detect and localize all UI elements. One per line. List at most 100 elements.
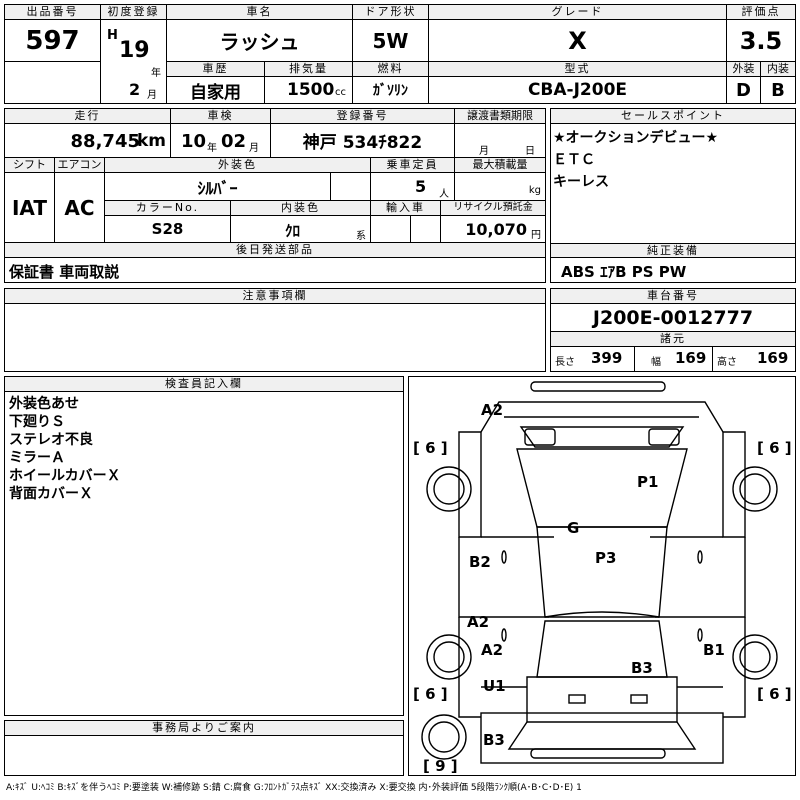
fuel-label: 燃料: [353, 62, 429, 77]
colorno-label: カラーNo.: [105, 201, 231, 216]
tire-front-right: [ 6 ]: [757, 439, 792, 457]
plate-value: 神戸 534ﾁ822: [271, 124, 455, 158]
car-diagram-box: [ 6 ] [ 6 ] [ 6 ] [ 6 ] [ 9 ] A2 P1 G B2…: [408, 376, 796, 776]
ac-value: AC: [55, 173, 105, 243]
int-label: 内装: [761, 62, 795, 77]
mark-p1: P1: [637, 473, 658, 491]
interior-cell: ｸﾛ 系: [231, 216, 371, 243]
height-label: 高さ: [717, 357, 737, 368]
capacity-value: 5: [415, 177, 427, 196]
color-label: 外装色: [105, 158, 371, 173]
car-name: ラッシュ: [167, 20, 353, 62]
recycle-unit: 円: [531, 230, 541, 241]
mark-b2: B2: [469, 553, 491, 571]
model-value: CBA-J200E: [429, 77, 727, 103]
disp-unit: cc: [335, 87, 346, 98]
recycle-label: リサイクル預託金: [441, 201, 545, 216]
inspector-label: 検査員記入欄: [5, 377, 403, 392]
reg-year-unit: 年: [151, 68, 161, 79]
length-value: 399: [591, 349, 623, 367]
inspection-cell: 10 年 02 月: [171, 124, 271, 158]
inspector-note-1: 外装色あせ: [9, 396, 79, 412]
lot-number: 597: [5, 20, 101, 62]
door-label: ドア形状: [353, 5, 429, 20]
mileage-cell: 88,745 km: [5, 124, 171, 158]
inspector-box: 検査員記入欄 外装色あせ 下廻りＳ ステレオ不良 ミラーＡ ホイールカバーＸ 背…: [4, 376, 404, 716]
transfer-month-unit: 月: [479, 146, 489, 157]
mileage-label: 走行: [5, 109, 171, 124]
load-cell: kg: [455, 173, 545, 201]
interior-label: 内装色: [231, 201, 371, 216]
mileage-value: 88,745: [70, 131, 140, 152]
later-label: 後日発送部品: [5, 243, 545, 258]
load-label: 最大積載量: [455, 158, 545, 173]
reg-label: 初度登録: [101, 5, 167, 20]
chassis-value: J200E-0012777: [551, 304, 795, 332]
interior-value: ｸﾛ: [285, 222, 301, 240]
rear-left-wheel: [426, 634, 472, 680]
width-value: 169: [675, 349, 707, 367]
later-value: 保証書 車両取説: [9, 263, 120, 281]
door-type: 5W: [353, 20, 429, 62]
colorno-value: S28: [105, 216, 231, 243]
load-unit: kg: [528, 185, 541, 196]
mark-u1: U1: [483, 677, 506, 695]
front-left-wheel: [426, 466, 472, 512]
header-box: 出品番号 597 初度登録 H 19 年 2 月 車名 ラッシュ ドア形状 5W…: [4, 4, 796, 104]
reg-month: 2: [129, 80, 141, 99]
insp-year: 10: [181, 131, 207, 152]
mark-p3: P3: [595, 549, 616, 567]
color-value: ｼﾙﾊﾞｰ: [105, 173, 331, 201]
import-a: [371, 216, 411, 243]
mark-g: G: [567, 519, 579, 537]
rear-right-wheel: [732, 634, 778, 680]
mark-b3-bottom: B3: [483, 731, 505, 749]
sales-box: セールスポイント ★オークションデビュー★ ＥＴＣ キーレス 純正装備 ABS …: [550, 108, 796, 283]
insp-year-unit: 年: [207, 143, 217, 154]
spec-length: 長さ 399: [551, 347, 635, 371]
caution-label: 注意事項欄: [5, 289, 545, 304]
reg-year: 19: [119, 38, 150, 63]
lot-label: 出品番号: [5, 5, 101, 20]
tailgate: [526, 676, 678, 723]
history-label: 車歴: [167, 62, 265, 77]
length-label: 長さ: [555, 357, 575, 368]
ext-value: D: [727, 77, 761, 103]
spare-wheel: [421, 714, 467, 760]
insp-month-unit: 月: [249, 143, 259, 154]
sales-point-3: キーレス: [553, 174, 609, 190]
reg-cell: H 19 年 2 月: [101, 20, 167, 103]
details-box: 走行 88,745 km 車検 10 年 02 月 登録番号 神戸 534ﾁ82…: [4, 108, 546, 283]
front-hood: [480, 401, 724, 433]
inspector-note-6: 背面カバーＸ: [9, 486, 93, 502]
plate-label: 登録番号: [271, 109, 455, 124]
windshield: [516, 448, 688, 528]
inspector-note-3: ステレオ不良: [9, 432, 93, 448]
mark-a2-rear: A2: [481, 641, 503, 659]
transfer-label: 譲渡書類期限: [455, 109, 545, 124]
front-bumper: [530, 381, 666, 392]
ac-label: エアコン: [55, 158, 105, 173]
sales-label: セールスポイント: [551, 109, 795, 124]
disp-value: 1500: [287, 80, 335, 100]
equipment-label: 純正装備: [551, 243, 795, 258]
mark-b1: B1: [703, 641, 725, 659]
disp-cell: 1500 cc: [265, 77, 353, 103]
recycle-value: 10,070: [465, 220, 527, 239]
disp-label: 排気量: [265, 62, 353, 77]
capacity-unit: 人: [439, 189, 449, 200]
inspector-note-4: ミラーＡ: [9, 450, 65, 466]
capacity-label: 乗車定員: [371, 158, 455, 173]
lot-empty: [5, 62, 101, 103]
car-diagram: [ 6 ] [ 6 ] [ 6 ] [ 6 ] [ 9 ] A2 P1 G B2…: [413, 381, 792, 775]
roof: [536, 526, 668, 618]
score-value: 3.5: [727, 20, 795, 62]
chassis-label: 車台番号: [551, 289, 795, 304]
history-value: 自家用: [167, 77, 265, 103]
inspector-note-2: 下廻りＳ: [9, 414, 65, 430]
height-value: 169: [757, 349, 789, 367]
caution-box: 注意事項欄: [4, 288, 546, 372]
office-box: 事務局よりご案内: [4, 720, 404, 776]
inspector-note-5: ホイールカバーＸ: [9, 468, 121, 484]
insp-month: 02: [221, 131, 247, 152]
